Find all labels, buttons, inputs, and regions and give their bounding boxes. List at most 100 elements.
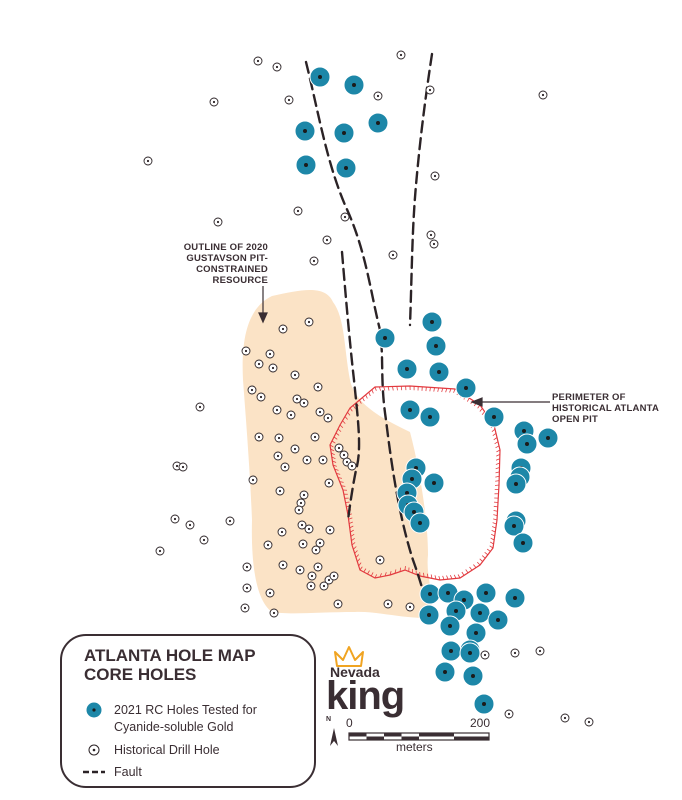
rc-hole xyxy=(396,358,418,380)
historical-hole xyxy=(294,505,304,515)
historical-hole xyxy=(429,239,439,249)
historical-hole xyxy=(298,539,308,549)
historical-hole xyxy=(383,599,393,609)
rc-hole xyxy=(343,74,365,96)
historical-hole xyxy=(265,588,275,598)
historical-hole xyxy=(199,535,209,545)
crown-logo xyxy=(334,646,364,667)
legend-box: ATLANTA HOLE MAP CORE HOLES 2021 RC Hole… xyxy=(60,634,316,788)
historical-hole xyxy=(313,562,323,572)
historical-hole xyxy=(307,571,317,581)
historical-hole xyxy=(265,349,275,359)
rc-hole xyxy=(487,609,509,631)
legend-item-rc-holes: 2021 RC Holes Tested for xyxy=(82,700,257,720)
historical-hole xyxy=(272,62,282,72)
legend-historical-label: Historical Drill Hole xyxy=(114,743,220,757)
rc-hole xyxy=(419,583,441,605)
rc-hole xyxy=(294,120,316,142)
fault-line xyxy=(408,52,434,327)
rc-hole xyxy=(418,604,440,626)
historical-hole xyxy=(311,545,321,555)
scale-zero-label: 0 xyxy=(346,716,353,730)
historical-hole xyxy=(273,451,283,461)
rc-hole xyxy=(440,640,462,662)
historical-hole xyxy=(309,256,319,266)
scale-bar xyxy=(348,732,490,741)
historical-hole xyxy=(325,525,335,535)
map-subtitle: CORE HOLES xyxy=(84,665,197,684)
historical-hole xyxy=(535,646,545,656)
historical-hole xyxy=(510,648,520,658)
historical-hole xyxy=(278,560,288,570)
historical-hole xyxy=(425,85,435,95)
historical-hole xyxy=(396,50,406,60)
historical-hole-icon xyxy=(88,744,100,756)
rc-hole xyxy=(374,327,396,349)
callout-arrows xyxy=(258,286,550,407)
rc-hole xyxy=(367,112,389,134)
historical-hole xyxy=(430,171,440,181)
historical-hole xyxy=(247,385,257,395)
historical-hole xyxy=(178,462,188,472)
historical-hole xyxy=(347,461,357,471)
historical-hole xyxy=(290,370,300,380)
historical-hole xyxy=(306,581,316,591)
resource-outline-label: OUTLINE OF 2020 GUSTAVSON PIT-CONSTRAINE… xyxy=(183,242,268,286)
rc-hole xyxy=(434,661,456,683)
rc-hole xyxy=(399,399,421,421)
historical-hole xyxy=(263,540,273,550)
historical-hole xyxy=(373,91,383,101)
historical-pit-label: PERIMETER OF HISTORICAL ATLANTA OPEN PIT xyxy=(552,392,659,425)
rc-hole xyxy=(295,154,317,176)
historical-hole xyxy=(284,95,294,105)
rc-hole xyxy=(516,433,538,455)
rc-holes xyxy=(294,66,559,715)
legend-item-historical: Historical Drill Hole xyxy=(82,740,220,760)
historical-hole xyxy=(242,562,252,572)
rc-hole xyxy=(459,642,481,664)
legend-rc-label: 2021 RC Holes Tested for xyxy=(114,703,257,717)
historical-hole xyxy=(304,524,314,534)
historical-hole xyxy=(310,432,320,442)
historical-hole xyxy=(268,363,278,373)
historical-hole xyxy=(324,478,334,488)
historical-hole xyxy=(315,407,325,417)
historical-hole xyxy=(538,90,548,100)
historical-hole xyxy=(248,475,258,485)
historical-hole xyxy=(584,717,594,727)
historical-hole xyxy=(254,432,264,442)
historical-hole xyxy=(209,97,219,107)
historical-hole xyxy=(170,514,180,524)
north-arrow xyxy=(330,728,338,746)
logo-nevada-text: Nevada xyxy=(330,664,380,680)
historical-hole xyxy=(241,346,251,356)
historical-hole xyxy=(322,235,332,245)
historical-hole xyxy=(278,324,288,334)
rc-hole xyxy=(503,515,525,537)
rc-hole xyxy=(419,406,441,428)
legend-item-rc-holes-line2: Cyanide-soluble Gold xyxy=(114,720,234,734)
historical-hole xyxy=(213,217,223,227)
historical-hole xyxy=(274,433,284,443)
legend-fault-label: Fault xyxy=(114,765,142,779)
rc-hole xyxy=(421,311,443,333)
historical-hole xyxy=(254,359,264,369)
historical-hole xyxy=(240,603,250,613)
rc-hole xyxy=(309,66,331,88)
historical-hole xyxy=(388,250,398,260)
historical-hole xyxy=(286,410,296,420)
historical-hole xyxy=(315,538,325,548)
historical-hole xyxy=(253,56,263,66)
historical-hole xyxy=(195,402,205,412)
historical-hole xyxy=(225,516,235,526)
historical-hole xyxy=(280,462,290,472)
north-label: N xyxy=(326,716,332,723)
rc-hole xyxy=(504,587,526,609)
historical-hole xyxy=(275,486,285,496)
fault-line-icon xyxy=(83,770,105,774)
fault-line xyxy=(304,60,432,614)
rc-hole xyxy=(512,532,534,554)
historical-hole xyxy=(299,490,309,500)
rc-hole xyxy=(428,361,450,383)
